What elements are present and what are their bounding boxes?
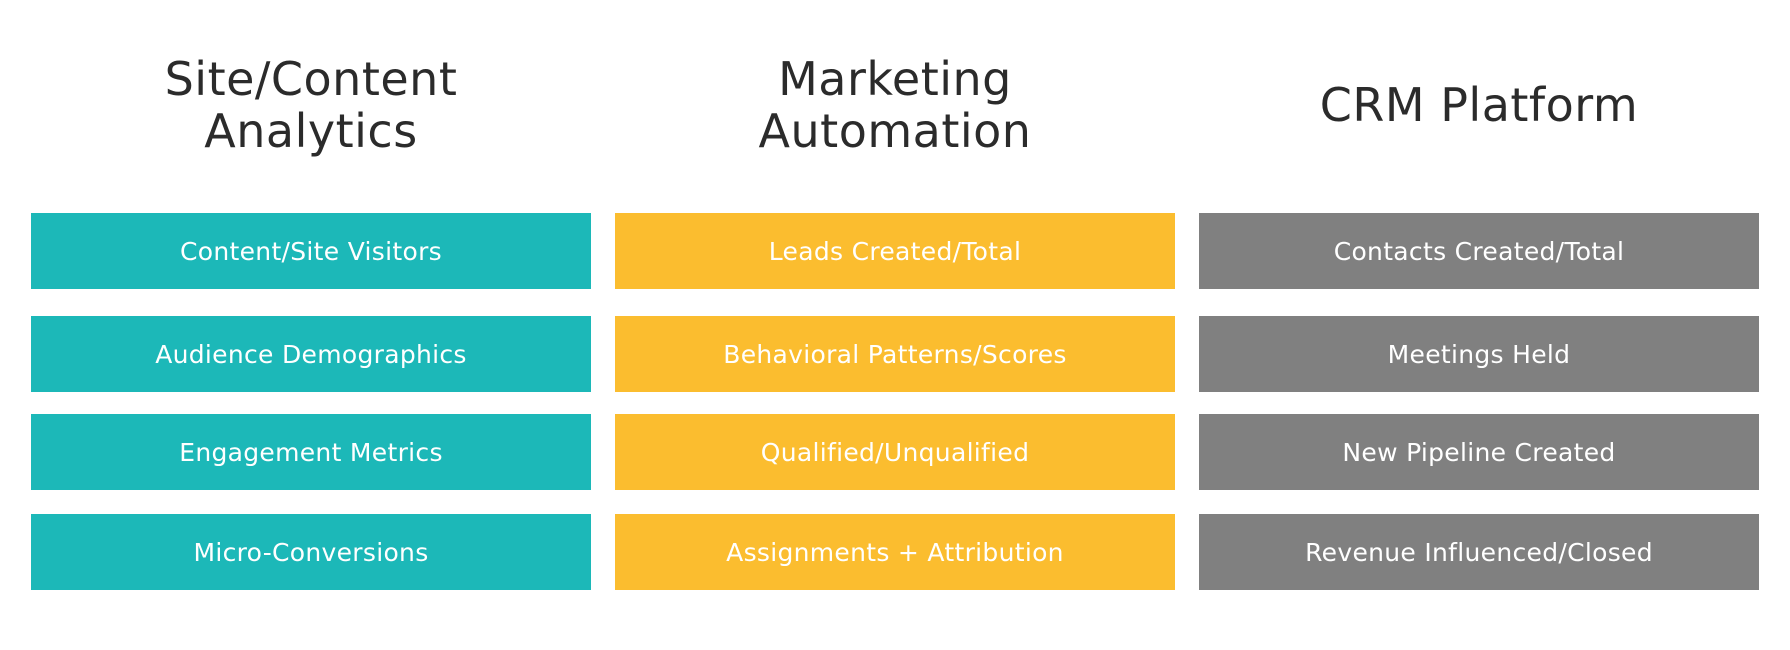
- metric-box: Engagement Metrics: [31, 414, 591, 490]
- column-marketing-automation: Marketing Automation Leads Created/Total…: [615, 0, 1175, 650]
- metric-box: Revenue Influenced/Closed: [1199, 514, 1759, 590]
- metric-box: Audience Demographics: [31, 316, 591, 392]
- metric-box: Meetings Held: [1199, 316, 1759, 392]
- metric-box: Leads Created/Total: [615, 213, 1175, 289]
- column-title: Marketing Automation: [758, 52, 1032, 158]
- metric-box: Qualified/Unqualified: [615, 414, 1175, 490]
- column-crm-platform: CRM Platform Contacts Created/Total Meet…: [1199, 0, 1759, 650]
- metric-box: Behavioral Patterns/Scores: [615, 316, 1175, 392]
- column-title: Site/Content Analytics: [164, 52, 458, 158]
- metric-box: Micro-Conversions: [31, 514, 591, 590]
- column-title: CRM Platform: [1319, 78, 1639, 132]
- metric-box: Assignments + Attribution: [615, 514, 1175, 590]
- column-site-content-analytics: Site/Content Analytics Content/Site Visi…: [31, 0, 591, 650]
- metric-box: Content/Site Visitors: [31, 213, 591, 289]
- metric-box: New Pipeline Created: [1199, 414, 1759, 490]
- metric-box: Contacts Created/Total: [1199, 213, 1759, 289]
